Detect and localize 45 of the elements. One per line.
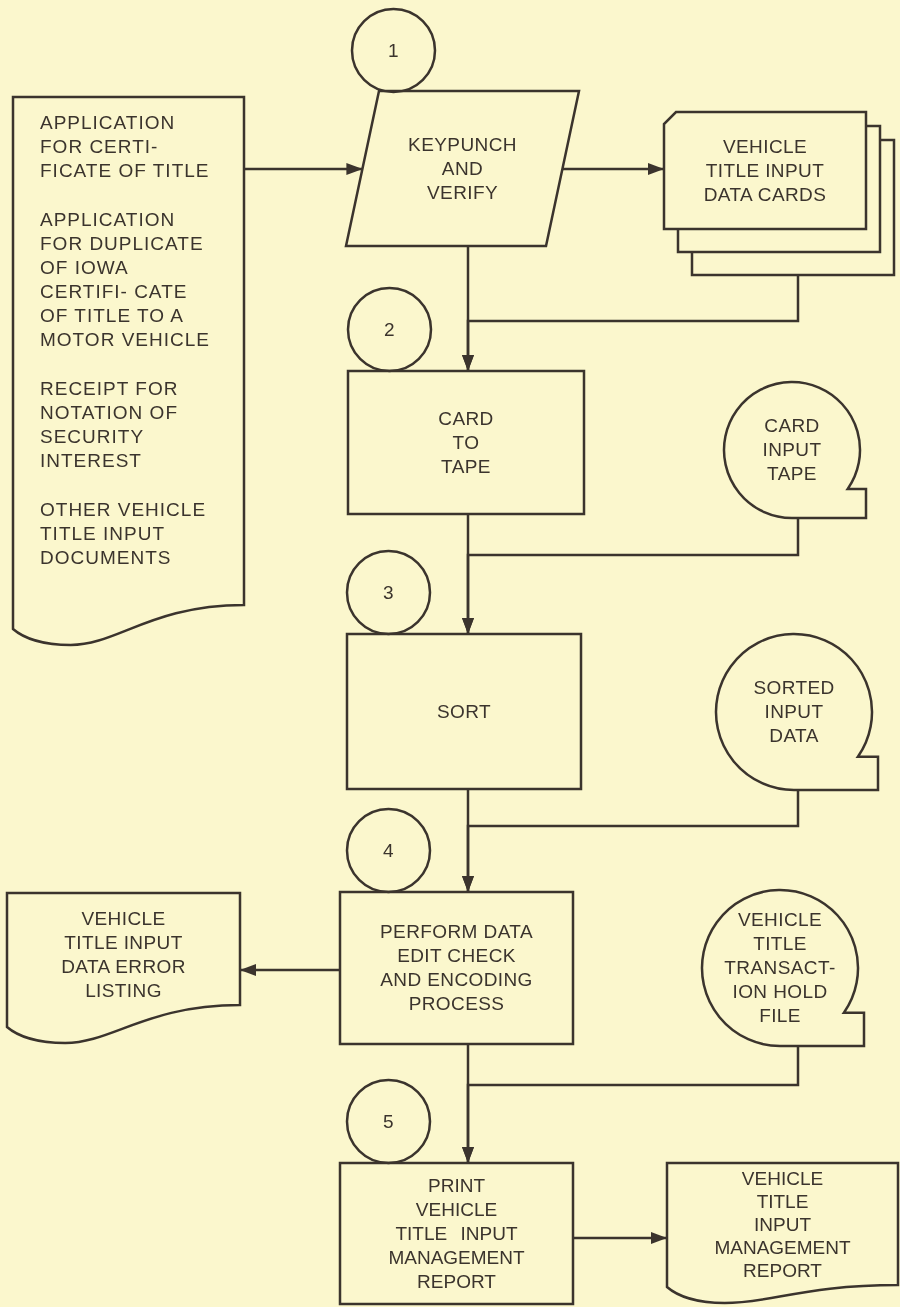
magnetic-tape-symbol bbox=[716, 634, 878, 790]
step-circle bbox=[347, 809, 430, 892]
node-text: RECEIPT FOR NOTATION OF SECURITY INTEREST bbox=[40, 377, 180, 473]
node-text: VEHICLE TITLE INPUT MANAGEMENT REPORT bbox=[713, 1167, 852, 1282]
document-shape bbox=[7, 893, 240, 1043]
arrow bbox=[462, 790, 800, 892]
node-text: APPLICATION FOR CERTI- FICATE OF TITLE bbox=[40, 111, 211, 183]
node-text: CARD TO TAPE bbox=[437, 406, 495, 479]
node-text: PRINT VEHICLE TITLE INPUT MANAGEMENT REPORT bbox=[387, 1173, 526, 1294]
document-shape bbox=[667, 1163, 898, 1303]
input-output-parallelogram bbox=[346, 91, 579, 246]
step-number: 5 bbox=[383, 1109, 394, 1134]
node-text: PERFORM DATA EDIT CHECK AND ENCODING PROCESS bbox=[379, 920, 534, 1016]
process-box bbox=[340, 1163, 573, 1304]
process-box bbox=[347, 634, 581, 789]
step-number: 2 bbox=[384, 317, 395, 342]
process-box bbox=[340, 892, 573, 1044]
node-text: APPLICATION FOR DUPLICATE OF IOWA CERTIFI- CATE OF TITLE TO A MOTOR VEHICLE bbox=[40, 208, 211, 352]
arrow bbox=[462, 1046, 800, 1163]
step-circle bbox=[352, 9, 435, 92]
node-text: VEHICLE TITLE TRANSACT- ION HOLD FILE bbox=[723, 908, 837, 1028]
node-text: OTHER VEHICLE TITLE INPUT DOCUMENTS bbox=[40, 498, 208, 570]
process-box bbox=[348, 371, 584, 514]
step-circle bbox=[348, 288, 431, 371]
arrow bbox=[462, 275, 800, 371]
arrow bbox=[562, 163, 664, 175]
step-number: 4 bbox=[383, 838, 394, 863]
step-circle bbox=[347, 1080, 430, 1163]
arrow bbox=[462, 518, 800, 634]
node-text: VEHICLE TITLE INPUT DATA CARDS bbox=[702, 134, 828, 207]
step-circle bbox=[347, 551, 430, 634]
magnetic-tape-symbol bbox=[724, 382, 866, 518]
arrow bbox=[244, 163, 363, 175]
node-text: SORTED INPUT DATA bbox=[752, 676, 836, 748]
arrow bbox=[240, 964, 340, 976]
document-shape bbox=[13, 97, 244, 645]
step-number: 1 bbox=[388, 38, 399, 63]
node-text: CARD INPUT TAPE bbox=[761, 414, 823, 486]
node-text: SORT bbox=[435, 699, 492, 724]
node-text: VEHICLE TITLE INPUT DATA ERROR LISTING bbox=[60, 907, 187, 1003]
punched-card-stack bbox=[664, 112, 894, 275]
arrow bbox=[573, 1232, 667, 1244]
step-number: 3 bbox=[383, 580, 394, 605]
node-text: KEYPUNCH AND VERIFY bbox=[407, 132, 518, 205]
magnetic-tape-symbol bbox=[702, 890, 864, 1046]
